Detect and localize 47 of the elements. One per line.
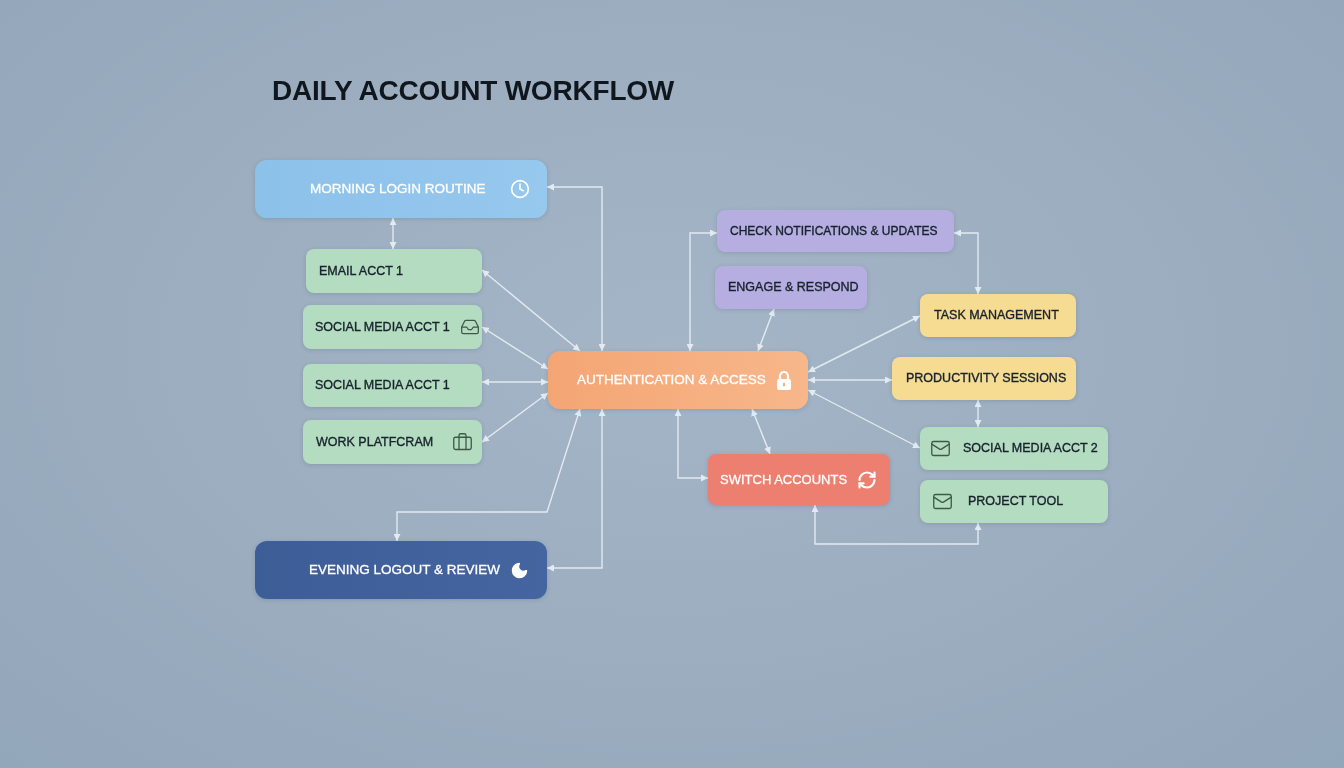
process-box: [303, 420, 482, 464]
double-arrow: [974, 399, 982, 428]
process-box: [715, 266, 867, 309]
process-box: [306, 249, 482, 293]
double-arrow: [807, 315, 921, 373]
process-box: [920, 427, 1108, 470]
double-arrow: [481, 378, 549, 386]
box-label: WORK PLATFCRAM: [316, 434, 434, 450]
process-box: [708, 454, 890, 505]
process-box: [717, 210, 954, 252]
process-box: [920, 294, 1076, 337]
process-box: [548, 351, 808, 409]
box-label: SOCIAL MEDIA ACCT 1: [315, 378, 450, 393]
process-box: [920, 480, 1108, 523]
box-label: SWITCH ACCOUNTS: [720, 471, 848, 488]
box-label: ENGAGE & RESPOND: [728, 280, 859, 295]
box-label: TASK MANAGEMENT: [934, 308, 1059, 323]
double-arrow: [546, 408, 606, 572]
double-arrow: [807, 389, 921, 449]
box-label: PROJECT TOOL: [968, 494, 1064, 509]
double-arrow: [757, 308, 775, 352]
process-box: [255, 160, 547, 218]
double-arrow: [546, 183, 606, 352]
double-arrow: [686, 229, 718, 352]
double-arrow: [807, 376, 893, 384]
double-arrow: [751, 408, 771, 455]
box-label: MORNING LOGIN ROUTINE: [310, 180, 486, 198]
box-label: EMAIL ACCT 1: [319, 263, 404, 279]
box-label: AUTHENTICATION & ACCESS: [577, 371, 766, 389]
double-arrow: [953, 229, 982, 295]
box-label: CHECK NOTIFICATIONS & UPDATES: [730, 223, 938, 239]
process-box: [303, 364, 482, 407]
diagram-title: DAILY ACCOUNT WORKFLOW: [272, 74, 675, 108]
box-label: SOCIAL MEDIA ACCT 1: [315, 319, 450, 335]
double-arrow: [389, 217, 397, 250]
double-arrow: [481, 269, 581, 352]
box-label: SOCIAL MEDIA ACCT 2: [963, 441, 1098, 456]
process-box: [255, 541, 547, 599]
double-arrow: [481, 392, 549, 443]
double-arrow: [393, 408, 582, 542]
box-label: EVENING LOGOUT & REVIEW: [309, 561, 501, 579]
double-arrow: [674, 408, 709, 482]
double-arrow: [481, 326, 549, 370]
double-arrow: [811, 504, 982, 545]
process-box: [892, 357, 1076, 400]
box-label: PRODUCTIVITY SESSIONS: [906, 371, 1067, 386]
process-box: [303, 305, 482, 349]
